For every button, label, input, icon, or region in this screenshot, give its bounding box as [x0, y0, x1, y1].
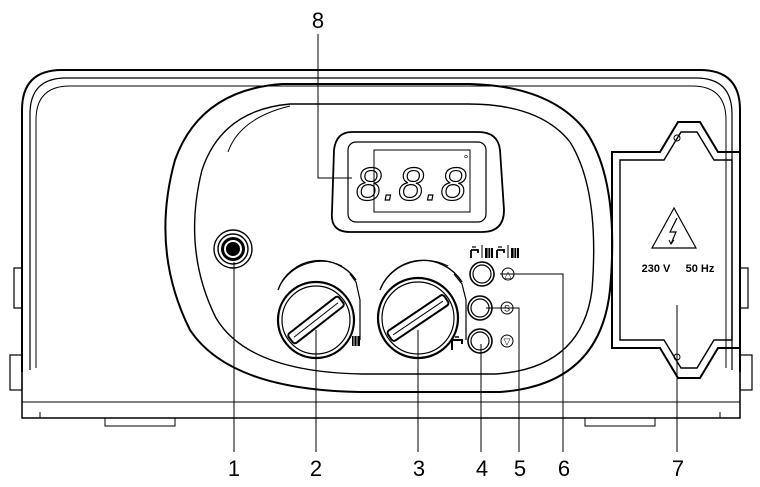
down-symbol: ▽: [504, 337, 511, 347]
fuse-frequency-label: 50 Hz: [686, 263, 715, 275]
leader-line-5: [486, 307, 520, 452]
power-button[interactable]: [213, 229, 253, 269]
down-button[interactable]: [467, 328, 493, 354]
display-degree-indicator: °: [464, 152, 469, 166]
heating-temperature-knob[interactable]: [276, 259, 361, 360]
fuse-cover: [611, 121, 741, 379]
radiator-icon: [511, 248, 519, 258]
down-symbol-ring: [500, 334, 514, 348]
radiator-icon: [352, 336, 360, 346]
hot-water-temperature-knob[interactable]: [376, 259, 467, 360]
tap-icon: [451, 336, 463, 350]
leader-lines: [233, 34, 678, 452]
display-digits: 8.8.8: [356, 158, 468, 210]
callout-number: 8: [312, 8, 324, 33]
callout-number: 6: [558, 456, 570, 481]
tap-radiator-icon: [496, 245, 509, 258]
control-bezel: [164, 83, 614, 393]
high-voltage-icon: [650, 206, 698, 249]
callout-number: 4: [476, 456, 488, 481]
callout-number: 1: [228, 456, 240, 481]
boiler-housing: [9, 69, 753, 427]
callout-number: 3: [413, 456, 425, 481]
callout-number: 7: [672, 456, 684, 481]
radiator-icon: [485, 248, 493, 258]
tap-radiator-icon: [470, 245, 483, 258]
fuse-voltage-label: 230 V: [642, 263, 671, 275]
leader-line-8: [317, 34, 352, 179]
mode-icons-row: [470, 245, 519, 258]
digital-display: 8.8.8 °: [330, 131, 505, 233]
up-button[interactable]: [469, 261, 495, 287]
callout-number: 2: [310, 456, 322, 481]
callout-number: 5: [514, 456, 526, 481]
leader-line-6: [500, 273, 564, 452]
